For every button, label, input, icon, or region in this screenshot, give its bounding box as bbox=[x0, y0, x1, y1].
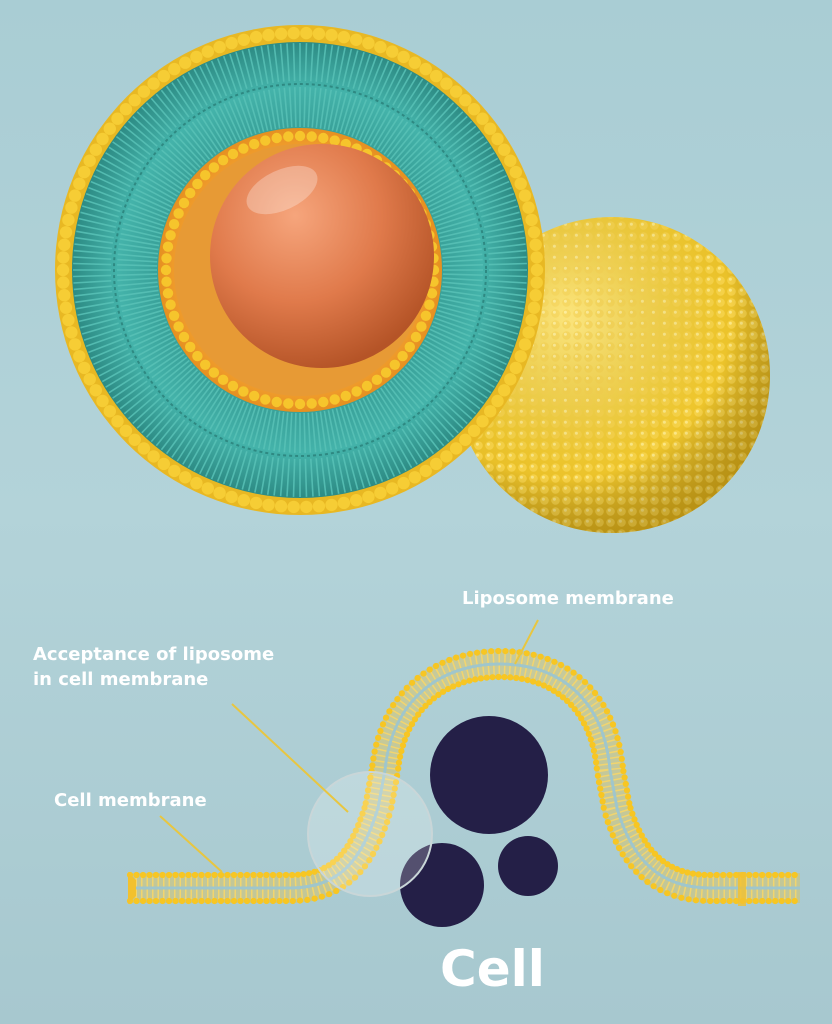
cell-organelles bbox=[400, 716, 558, 927]
label-acceptance-line2: in cell membrane bbox=[33, 669, 209, 690]
inner-lipid-heads bbox=[160, 130, 440, 410]
organelle-small bbox=[498, 836, 558, 896]
organelle-medium bbox=[400, 843, 484, 927]
label-cell-membrane: Cell membrane bbox=[54, 790, 207, 811]
label-cell: Cell bbox=[440, 940, 545, 998]
fusion-highlight-circle bbox=[307, 771, 433, 897]
leader-line-acceptance bbox=[231, 703, 349, 813]
leader-line-cell-membrane bbox=[159, 815, 223, 873]
membrane-lipid-heads bbox=[126, 647, 798, 905]
cell-membrane-schematic bbox=[126, 647, 800, 906]
organelle-large bbox=[430, 716, 548, 834]
aqueous-core bbox=[210, 144, 434, 368]
outer-lipid-heads bbox=[56, 26, 544, 514]
liposome-cross-section bbox=[55, 25, 545, 515]
leader-line-liposome bbox=[514, 619, 539, 665]
label-acceptance-line1: Acceptance of liposome bbox=[33, 644, 275, 665]
leader-lines bbox=[159, 619, 539, 873]
label-acceptance: Acceptance of liposome in cell membrane bbox=[33, 642, 274, 692]
lipid-tails bbox=[73, 43, 527, 497]
label-liposome-membrane: Liposome membrane bbox=[462, 588, 674, 609]
